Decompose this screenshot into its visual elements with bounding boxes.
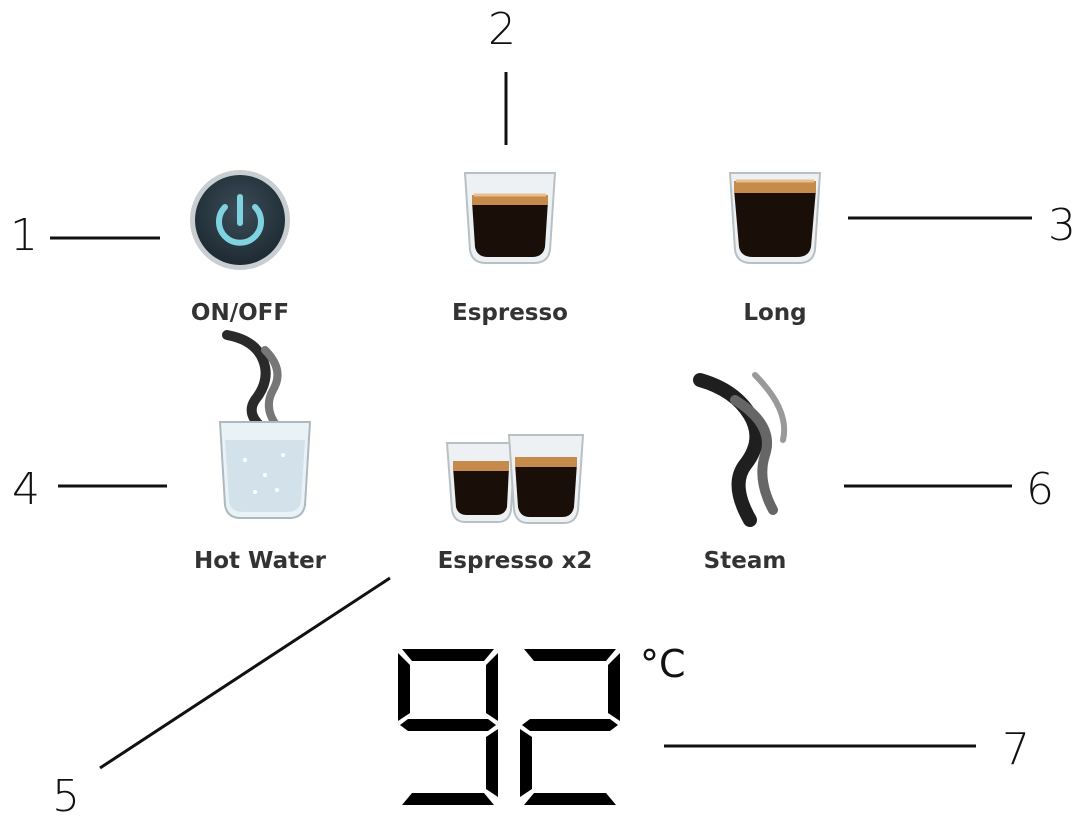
callout-number-6: 6 (1026, 464, 1054, 515)
espresso-cup-icon (463, 172, 557, 264)
double-espresso-icon (445, 434, 585, 524)
power-icon (190, 170, 290, 270)
long-label: Long (743, 300, 807, 326)
steam-button[interactable] (693, 370, 805, 530)
steam-icon (693, 372, 788, 527)
long-button[interactable] (725, 165, 825, 265)
espresso-x2-button[interactable] (445, 434, 585, 525)
temperature-unit: °C (640, 642, 686, 686)
callout-line-5 (99, 576, 391, 770)
callout-number-5: 5 (52, 771, 80, 822)
hot-water-button[interactable] (215, 330, 315, 522)
espresso-x2-label: Espresso x2 (437, 548, 593, 574)
hot-water-glass-icon (218, 330, 312, 519)
espresso-button[interactable] (460, 165, 560, 265)
espresso-label: Espresso (452, 300, 568, 326)
steam-label: Steam (703, 548, 787, 574)
power-button[interactable] (185, 165, 295, 275)
callout-number-2: 2 (488, 4, 516, 55)
callout-number-7: 7 (1002, 724, 1030, 775)
callout-number-4: 4 (12, 464, 40, 515)
power-label: ON/OFF (190, 300, 290, 326)
callout-number-3: 3 (1048, 200, 1076, 251)
hot-water-label: Hot Water (193, 548, 327, 574)
callout-number-1: 1 (10, 210, 38, 261)
temperature-display (398, 649, 620, 805)
long-coffee-cup-icon (728, 172, 822, 264)
